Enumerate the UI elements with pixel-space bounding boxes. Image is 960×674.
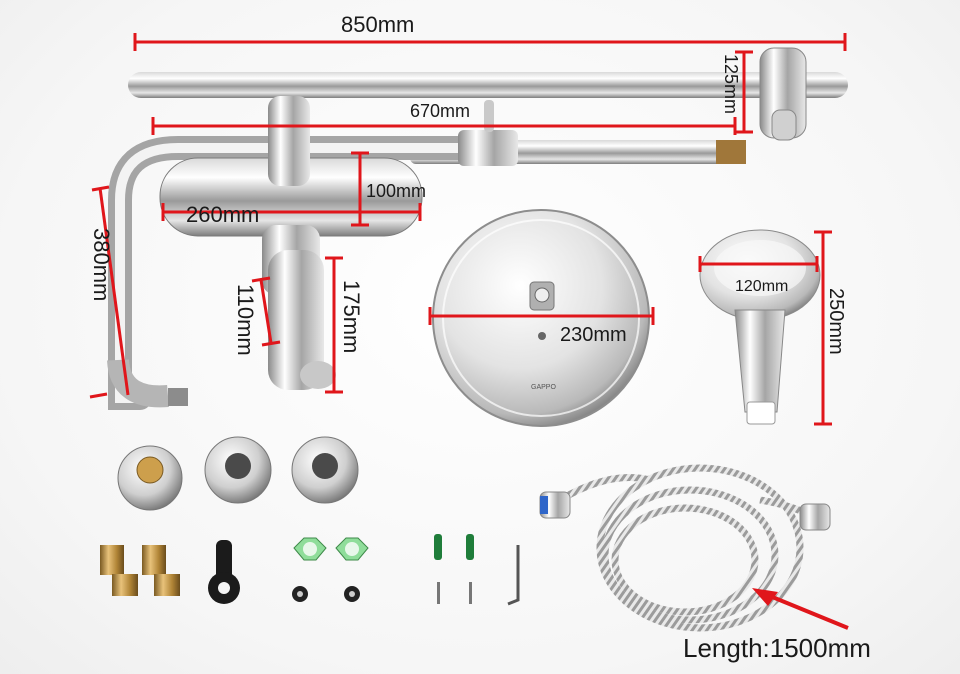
mixer-body [159, 96, 423, 390]
hand-shower-width-label: 120mm [735, 278, 789, 295]
wall-flanges [117, 436, 359, 511]
hand-shower [699, 229, 821, 425]
shower-hose [539, 464, 831, 632]
slide-holder-height-label: 125mm [721, 54, 741, 115]
mixer-length-label: 260mm [186, 202, 260, 227]
riser-height-label: 380mm [89, 228, 114, 302]
brand-mark: GAPPO [531, 384, 556, 391]
rain-shower-head [432, 209, 650, 427]
slide-bar-length-label: 850mm [341, 12, 415, 37]
fittings-and-parts [100, 534, 520, 606]
dimension-lines [89, 33, 847, 426]
mixer-depth-label: 100mm [366, 181, 427, 201]
slide-bar [128, 47, 848, 141]
rain-head-diameter-label: 230mm [560, 324, 627, 346]
hand-shower-length-label: 250mm [825, 288, 847, 355]
hose-callout-arrow [752, 588, 849, 630]
shower-arm-length-label: 670mm [410, 101, 471, 121]
spout-height-label: 175mm [339, 280, 364, 354]
spout-width-label: 110mm [233, 284, 258, 356]
hose-length-label: Length:1500mm [683, 633, 871, 663]
riser-pipe [107, 100, 746, 410]
